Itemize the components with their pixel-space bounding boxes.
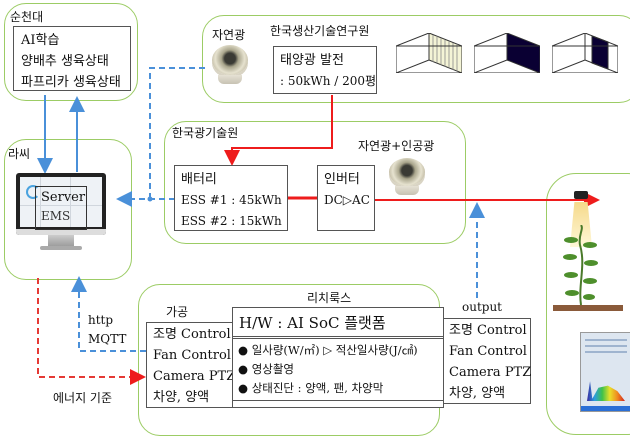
monitor-server-label: Server [41, 190, 86, 205]
output-item: Fan Control [449, 344, 527, 359]
battery-ess1: ESS #1 : 45kWh [181, 193, 282, 207]
input-item: 차양, 양액 [153, 390, 210, 405]
input-control-box: 조명 Control Fan Control Camera PTZ 차양, 양액 [146, 322, 236, 408]
mqtt-label: MQTT [88, 332, 127, 346]
platform-feature: ● 상태진단 : 양액, 팬, 차양막 [238, 381, 384, 395]
solar-power-box: 태양광 발전 : 50kWh / 200평 [273, 46, 377, 94]
rassi-title: 라씨 [8, 147, 31, 161]
kitech-title: 한국생산기술연구원 [270, 24, 370, 38]
monitor-screen [20, 177, 102, 227]
shade-partial-icon [552, 33, 618, 73]
platform-feature: ● 영상촬영 [238, 362, 295, 376]
solar-title: 태양광 발전 [280, 53, 344, 68]
plant-icon [563, 225, 598, 305]
kopti-light-label: 자연광+인공광 [358, 139, 435, 153]
richrooks-title: 리치룩스 [307, 291, 352, 305]
battery-ess2: ESS #2 : 15kWh [181, 214, 282, 228]
suncheon-item: AI학습 [21, 33, 60, 48]
artificial-light-sensor-icon [389, 158, 425, 195]
output-item: 차양, 양액 [449, 386, 506, 401]
input-item: 조명 Control [153, 327, 231, 342]
inverter-box: 인버터 DC▷AC [317, 165, 375, 231]
spectrum-chart-thumbnail [580, 332, 630, 412]
monitor-base [40, 246, 82, 250]
suncheon-item: 양배추 생육상태 [21, 54, 109, 69]
kopti-title: 한국광기술원 [172, 126, 239, 140]
monitor-icon [16, 173, 106, 235]
kitech-light-label: 자연광 [212, 28, 246, 42]
input-item: Fan Control [153, 348, 231, 363]
light-beam [570, 202, 592, 247]
solar-spec: : 50kWh / 200평 [280, 74, 377, 88]
suncheon-box: AI학습 양배추 생육상태 파프리카 생육상태 [13, 26, 131, 91]
platform-title: H/W : AI SoC 플랫폼 [239, 314, 386, 332]
server-ems-frame: Server EMS [35, 186, 87, 230]
suncheon-item: 파프리카 생육상태 [21, 75, 121, 90]
output-control-box: 조명 Control Fan Control Camera PTZ 차양, 양액 [443, 318, 531, 404]
input-item: Camera PTZ [153, 369, 236, 384]
energy-standard-link [37, 278, 146, 385]
ai-soc-platform-box: H/W : AI SoC 플랫폼 ● 일사량(W/㎡) ▷ 적산일사량(J/㎠)… [232, 307, 444, 408]
http-label: http [88, 313, 114, 327]
output-item: Camera PTZ [449, 365, 532, 380]
battery-box: 배터리 ESS #1 : 45kWh ESS #2 : 15kWh [174, 165, 288, 231]
natural-light-sensor-icon [212, 45, 248, 84]
output-label: output [462, 300, 503, 314]
input-label: 가공 [166, 305, 189, 319]
platform-divider [233, 336, 443, 339]
shade-open-icon [396, 33, 462, 73]
inverter-title: 인버터 [324, 172, 360, 187]
battery-title: 배터리 [181, 172, 217, 187]
inverter-spec: DC▷AC [324, 193, 370, 207]
platform-feature: ● 일사량(W/㎡) ▷ 적산일사량(J/㎠) [238, 343, 418, 357]
energy-standard-label: 에너지 기준 [53, 391, 113, 405]
output-item: 조명 Control [449, 323, 527, 338]
suncheon-title: 순천대 [10, 10, 44, 24]
monitor-ems-label: EMS [41, 209, 71, 223]
soil-bed [553, 305, 623, 311]
grow-lamp-icon [574, 191, 588, 199]
shade-closed-icon [474, 33, 540, 73]
monitor-stand [48, 235, 74, 247]
